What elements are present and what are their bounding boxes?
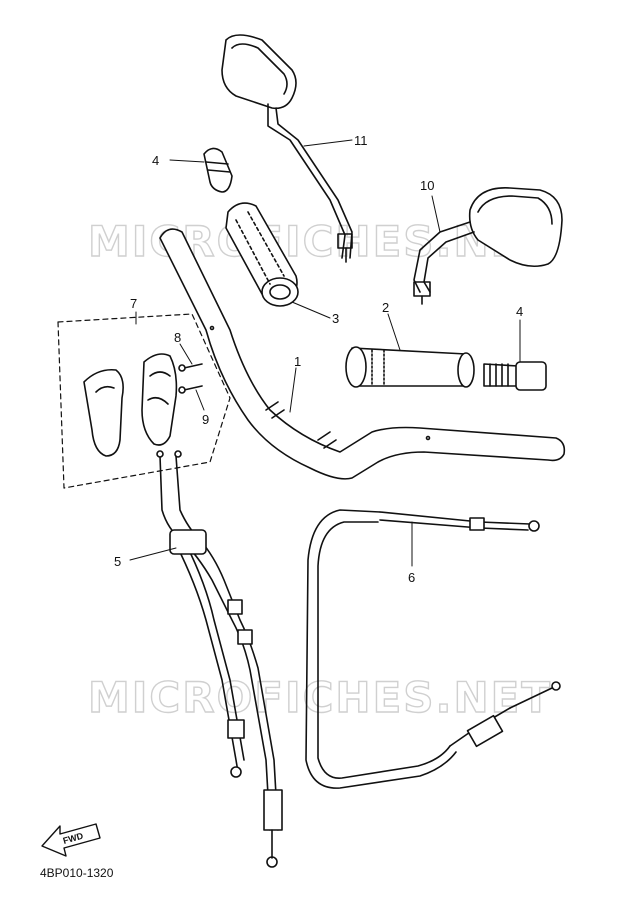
mirror-right xyxy=(413,187,563,305)
fwd-arrow-icon: FWD xyxy=(41,823,101,857)
bar-end-upper xyxy=(203,147,233,193)
callout-4-right: 4 xyxy=(516,304,523,319)
callout-9: 9 xyxy=(202,412,209,427)
housing-group-box xyxy=(57,313,231,489)
screw-9 xyxy=(178,385,203,394)
callout-6: 6 xyxy=(408,570,415,585)
callout-1: 1 xyxy=(294,354,301,369)
callout-3: 3 xyxy=(332,311,339,326)
leader-lines xyxy=(129,139,521,567)
callout-2: 2 xyxy=(382,300,389,315)
callout-8: 8 xyxy=(174,330,181,345)
callout-7: 7 xyxy=(130,296,137,311)
screw-8 xyxy=(178,363,203,372)
throttle-housing xyxy=(83,353,178,457)
bar-end-right xyxy=(483,361,547,391)
watermark-bottom: MICROFICHES.NET xyxy=(88,673,552,722)
callout-11: 11 xyxy=(354,133,368,148)
handlebar xyxy=(159,228,566,480)
grip-right xyxy=(345,346,475,388)
grip-left xyxy=(225,202,299,307)
callout-4-upper: 4 xyxy=(152,153,159,168)
mirror-left xyxy=(221,34,353,263)
callout-5: 5 xyxy=(114,554,121,569)
throttle-cable xyxy=(156,450,283,868)
callout-10: 10 xyxy=(420,178,434,193)
clutch-cable xyxy=(305,509,561,789)
diagram-code: 4BP010-1320 xyxy=(40,866,114,880)
